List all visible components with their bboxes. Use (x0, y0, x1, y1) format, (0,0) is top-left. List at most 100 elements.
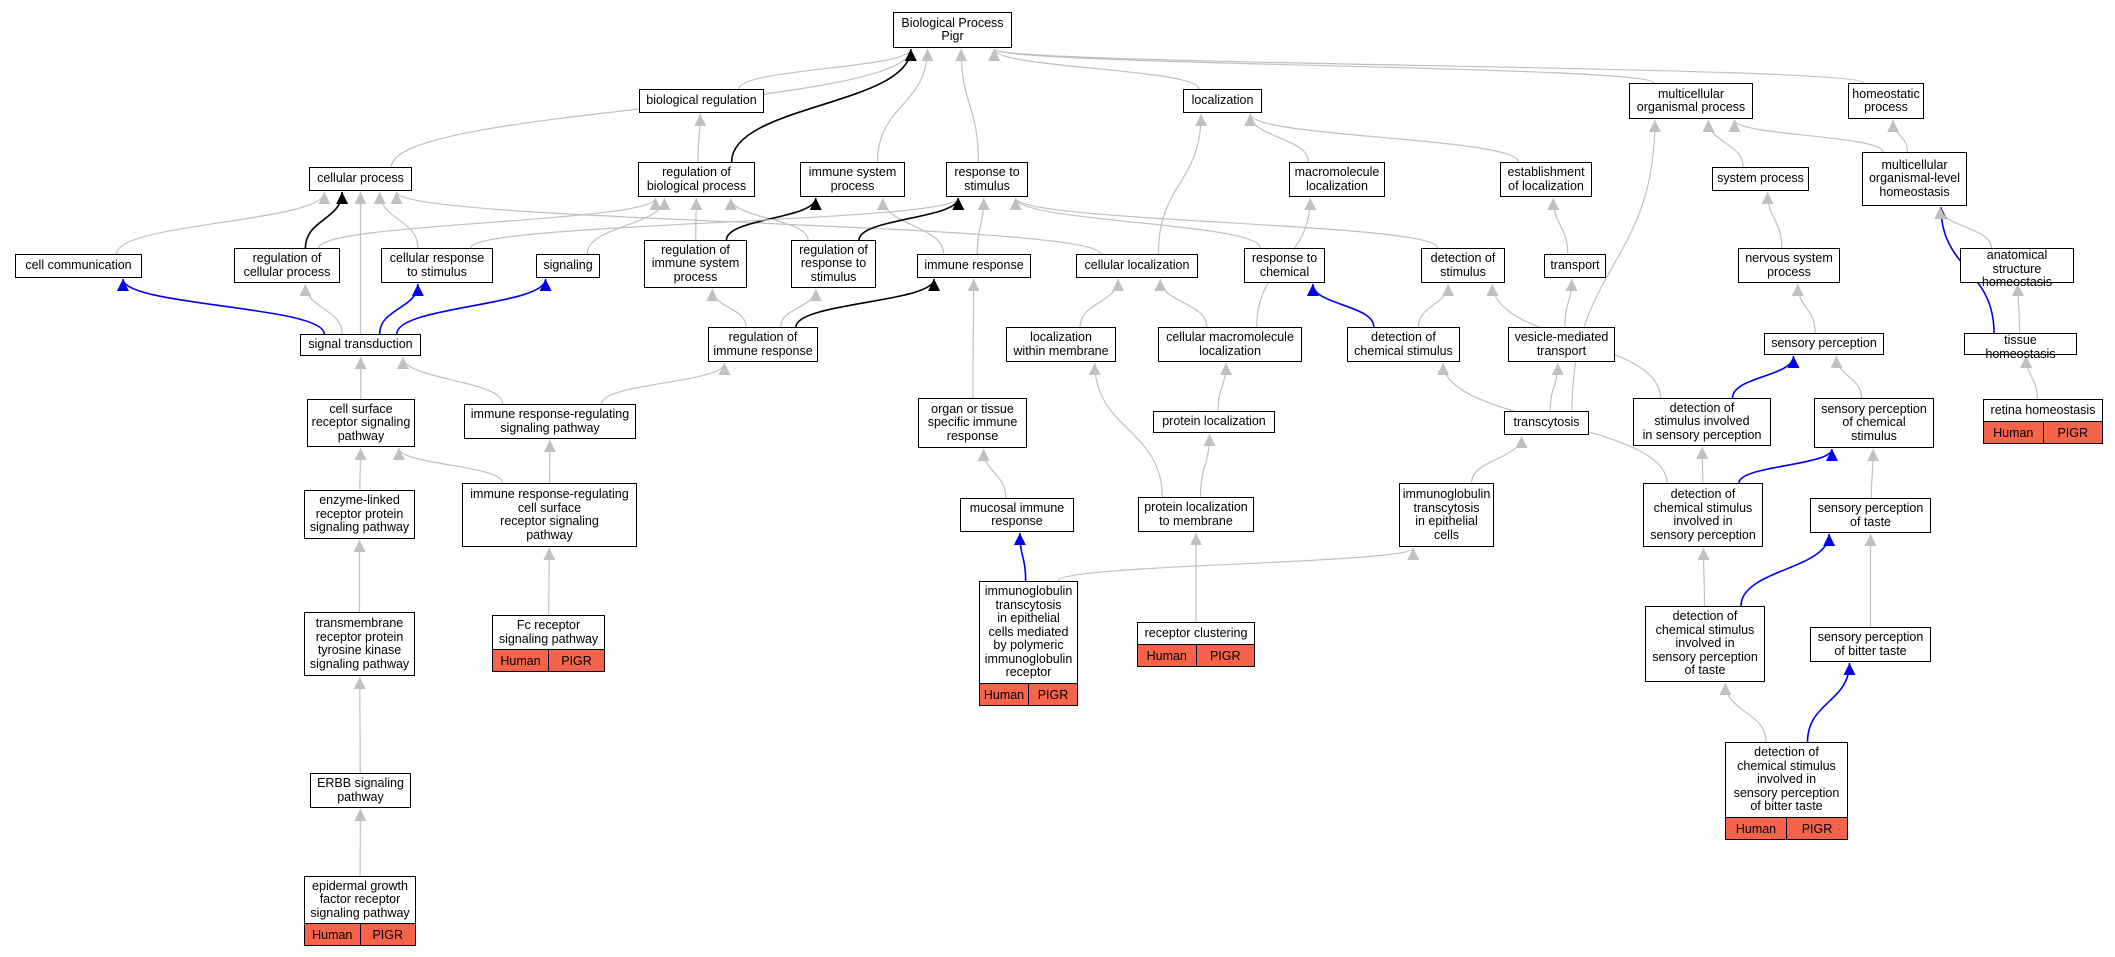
go-term-bp[interactable]: Biological Process Pigr (893, 12, 1012, 48)
edge-organimm-to-imresp (967, 278, 980, 399)
go-term-label: multicellular organismal process (1636, 86, 1746, 114)
go-term-regcp[interactable]: regulation of cellular process (234, 248, 340, 283)
go-term-detbitter[interactable]: detection of chemical stimulus involved … (1725, 742, 1848, 840)
go-term-label: sensory perception of chemical stimulus (1821, 401, 1927, 443)
go-term-label: immunoglobulin transcytosis in epithelia… (984, 584, 1073, 680)
go-term-imresp[interactable]: immune response (917, 254, 1031, 278)
edge-regcp-to-cellproc (304, 191, 349, 249)
go-term-label: cellular response to stimulus (389, 251, 485, 279)
go-term-locmem[interactable]: localization within membrane (1006, 327, 1116, 362)
species-badge: Human (305, 924, 360, 945)
go-term-dettaste[interactable]: detection of chemical stimulus involved … (1645, 606, 1765, 682)
go-term-detsens[interactable]: detection of stimulus involved in sensor… (1633, 398, 1771, 446)
edge-cellloc-to-cellproc (390, 191, 1101, 255)
edge-anathomeo-to-mlhomeo (1934, 206, 1992, 249)
go-term-loc[interactable]: localization (1183, 89, 1262, 113)
go-term-regresp[interactable]: regulation of response to stimulus (791, 240, 876, 288)
go-term-label: sensory perception (1771, 336, 1877, 351)
go-term-irrcsrsp[interactable]: immune response-regulating cell surface … (462, 483, 637, 547)
go-term-label: biological regulation (646, 93, 757, 108)
go-term-label: response to chemical (1251, 251, 1318, 279)
go-term-erbb[interactable]: ERBB signaling pathway (310, 773, 411, 808)
edge-cellresp-to-resp (470, 197, 965, 249)
go-term-cmacroloc[interactable]: cellular macromolecule localization (1158, 327, 1302, 362)
go-term-transcyt[interactable]: transcytosis (1504, 411, 1589, 435)
go-term-senschem[interactable]: sensory perception of chemical stimulus (1814, 398, 1934, 448)
go-term-regimresp[interactable]: regulation of immune response (708, 327, 818, 362)
go-term-resp[interactable]: response to stimulus (946, 162, 1028, 197)
go-term-label: tissue homeostasis (1985, 333, 2056, 361)
go-term-signaling[interactable]: signaling (536, 254, 600, 278)
go-term-tmrptk[interactable]: transmembrane receptor protein tyrosine … (304, 612, 415, 676)
edge-detbitter-to-sensbitter (1806, 662, 1856, 743)
go-term-estloc[interactable]: establishment of localization (1500, 162, 1592, 197)
go-term-anathomeo[interactable]: anatomical structure homeostasis (1960, 248, 2074, 289)
edge-bioreg-to-bp (738, 48, 917, 90)
go-term-label: cell communication (25, 258, 132, 273)
go-term-egfr[interactable]: epidermal growth factor receptor signali… (304, 876, 416, 946)
go-term-nervsys[interactable]: nervous system process (1738, 248, 1840, 283)
go-term-label: detection of chemical stimulus (1354, 330, 1453, 358)
edge-detchemsens-to-senschem (1738, 448, 1838, 484)
go-term-igpoly[interactable]: immunoglobulin transcytosis in epithelia… (979, 581, 1078, 706)
go-term-vesicle[interactable]: vesicle-mediated transport (1508, 327, 1615, 362)
go-term-label: macromolecule localization (1294, 165, 1380, 193)
go-term-label: system process (1717, 171, 1804, 186)
edge-regresp-to-resp (858, 197, 965, 241)
go-term-protloc[interactable]: protein localization (1153, 411, 1275, 433)
go-term-multi[interactable]: multicellular organismal process (1629, 83, 1753, 119)
go-term-cellcomm[interactable]: cell communication (15, 254, 142, 278)
go-term-label: localization within membrane (1013, 330, 1109, 358)
go-term-protlocmem[interactable]: protein localization to membrane (1138, 497, 1254, 532)
go-term-organimm[interactable]: organ or tissue specific immune response (918, 398, 1027, 448)
go-term-sysproc[interactable]: system process (1712, 167, 1809, 191)
go-term-csrsp[interactable]: cell surface receptor signaling pathway (307, 399, 415, 447)
go-term-tissuehomeo[interactable]: tissue homeostasis (1964, 333, 2077, 360)
go-term-label: homeostatic process (1852, 86, 1920, 114)
go-term-irrsp[interactable]: immune response-regulating signaling pat… (464, 404, 636, 439)
go-term-bioreg[interactable]: biological regulation (639, 89, 764, 113)
go-term-respchem[interactable]: response to chemical (1244, 248, 1325, 283)
go-term-detchem[interactable]: detection of chemical stimulus (1347, 327, 1460, 362)
go-term-elrpsp[interactable]: enzyme-linked receptor protein signaling… (304, 490, 415, 539)
go-term-macroloc[interactable]: macromolecule localization (1289, 162, 1385, 197)
edge-vesicle-to-transport (1564, 278, 1578, 328)
gene-badge: PIGR (548, 650, 604, 671)
edge-igpoly-to-mucosal (1013, 532, 1027, 582)
go-term-label: signal transduction (308, 337, 413, 352)
go-term-senstaste[interactable]: sensory perception of taste (1810, 498, 1931, 533)
species-badge: Human (1984, 422, 2043, 443)
go-term-regims[interactable]: regulation of immune system process (644, 240, 747, 288)
go-term-cellresp[interactable]: cellular response to stimulus (381, 248, 493, 283)
go-term-imsys[interactable]: immune system process (800, 162, 905, 197)
go-term-detchemsens[interactable]: detection of chemical stimulus involved … (1643, 483, 1763, 547)
go-term-transport[interactable]: transport (1544, 254, 1606, 278)
go-term-detstim[interactable]: detection of stimulus (1421, 248, 1505, 283)
go-term-label: localization (1191, 93, 1254, 108)
go-term-label: nervous system process (1745, 251, 1833, 279)
go-term-mlhomeo[interactable]: multicellular organismal-level homeostas… (1862, 152, 1967, 206)
go-term-igtrans[interactable]: immunoglobulin transcytosis in epithelia… (1399, 483, 1494, 547)
edge-imresp-to-resp (976, 197, 990, 255)
go-term-label: mucosal immune response (969, 500, 1065, 528)
edge-loc-to-bp (988, 48, 1200, 90)
go-term-cellproc[interactable]: cellular process (309, 167, 412, 191)
go-term-sensperc[interactable]: sensory perception (1764, 333, 1884, 355)
gene-badge: PIGR (1195, 645, 1254, 666)
go-term-homeo[interactable]: homeostatic process (1848, 83, 1924, 119)
edge-detchem-to-respchem (1306, 283, 1375, 328)
gene-badge: PIGR (359, 924, 415, 945)
go-term-cellloc[interactable]: cellular localization (1076, 254, 1198, 278)
go-term-mucosal[interactable]: mucosal immune response (960, 498, 1074, 532)
go-term-regbp[interactable]: regulation of biological process (638, 162, 755, 197)
go-term-sensbitter[interactable]: sensory perception of bitter taste (1810, 627, 1931, 662)
go-term-sigtrans[interactable]: signal transduction (300, 334, 421, 356)
go-term-label: multicellular organismal-level homeostas… (1868, 157, 1960, 199)
